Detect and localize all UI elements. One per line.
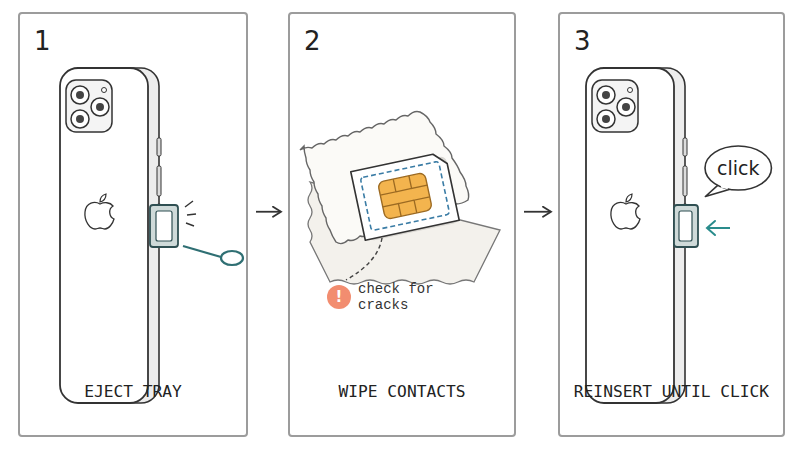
step-arrow: [524, 211, 551, 213]
bubble-text: click: [717, 157, 759, 179]
step-caption: WIPE CONTACTS: [290, 382, 514, 401]
step-number: 3: [574, 26, 591, 56]
step-caption: EJECT TRAY: [20, 382, 246, 401]
step-number: 1: [34, 26, 51, 56]
bubble-joint: [721, 186, 728, 188]
callout-note: check for cracks: [358, 281, 440, 313]
speech-bubble: click: [704, 145, 772, 191]
warning-badge: !: [327, 285, 351, 309]
bubble-shape: [705, 146, 771, 190]
step-panel: 1EJECT TRAY: [18, 12, 248, 437]
badge-text: !: [336, 288, 343, 306]
step-number: 2: [304, 26, 321, 56]
step-caption: REINSERT UNTIL CLICK: [560, 382, 783, 401]
step-arrow: [256, 211, 281, 213]
step-panel: 3REINSERT UNTIL CLICK click: [558, 12, 785, 437]
step-panel: 2WIPE CONTACTS!: [288, 12, 516, 437]
